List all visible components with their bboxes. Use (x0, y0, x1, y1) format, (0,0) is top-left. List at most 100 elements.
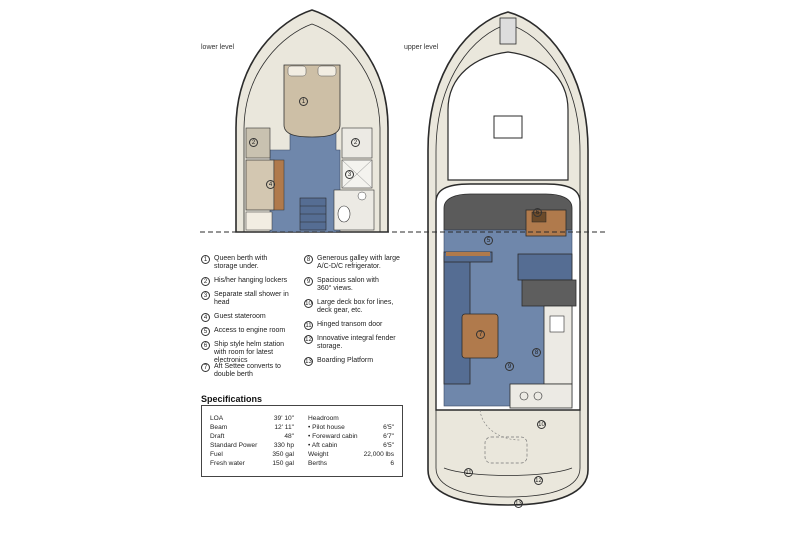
legend-text: Ship style helm station with room for la… (214, 341, 285, 364)
legend-text: Hinged transom door (317, 321, 383, 328)
spec-value: 330 hp (273, 442, 294, 449)
spec-value: 12' 11" (274, 424, 294, 431)
spec-value: 6'7" (383, 433, 394, 440)
spec-row: Beam 12' 11" (210, 424, 294, 432)
legend-text: Aft Settee converts to double berth (214, 363, 281, 378)
legend-item: 8 Generous galley with large A/C-D/C refr… (304, 255, 406, 271)
spec-label: Beam (210, 424, 228, 431)
legend-number: 6 (201, 341, 210, 350)
pillow-right (317, 65, 337, 77)
stove-burner (519, 391, 529, 401)
spec-label: • Foreward cabin (308, 433, 358, 440)
callout-2: 2 (249, 138, 258, 147)
spec-label: Fresh water (210, 460, 245, 467)
legend-number: 5 (201, 327, 210, 336)
settee-trim (446, 252, 490, 256)
legend-item: 4 Guest stateroom (201, 313, 297, 322)
legend-text: Guest stateroom (214, 313, 266, 320)
legend-number: 1 (201, 255, 210, 264)
legend-number: 11 (304, 321, 313, 330)
forward-hatch (493, 115, 523, 139)
bow-fitting (499, 17, 517, 45)
toilet (337, 205, 351, 223)
callout-6: 6 (533, 208, 542, 217)
legend-number: 9 (304, 277, 313, 286)
spec-label: • Pilot house (308, 424, 345, 431)
legend-text: Generous galley with large A/C-D/C refri… (317, 255, 400, 270)
spec-label: • Aft cabin (308, 442, 338, 449)
callout-3: 3 (345, 170, 354, 179)
legend-text: Separate stall shower in head (214, 291, 289, 306)
deck-box (484, 436, 528, 464)
legend-number: 7 (201, 363, 210, 372)
legend-text: Innovative integral fender storage. (317, 335, 396, 350)
lower-level-plan (235, 9, 389, 233)
callout-5: 5 (484, 236, 493, 245)
legend-item: 9 Spacious salon with 360° views. (304, 277, 406, 293)
legend-item: 12 Innovative integral fender storage. (304, 335, 406, 351)
legend-text: Boarding Platform (317, 357, 374, 364)
spec-label: Draft (210, 433, 225, 440)
aft-door-arc (479, 409, 521, 441)
legend-item: 11 Hinged transom door (304, 321, 406, 330)
guest-bunk (245, 211, 273, 231)
spec-row: LOA 39' 10" (210, 415, 294, 423)
callout-7: 7 (476, 330, 485, 339)
legend-text: Access to engine room (214, 327, 286, 334)
spec-label: Berths (308, 460, 328, 467)
headroom-label: Headroom (308, 415, 339, 422)
spec-value: 22,000 lbs (363, 451, 394, 458)
legend-item: 5 Access to engine room (201, 327, 297, 336)
legend-item: 13 Boarding Platform (304, 357, 406, 366)
specifications-title: Specifications (201, 394, 263, 404)
queen-berth (283, 64, 341, 138)
callout-1: 1 (299, 97, 308, 106)
spec-label: LOA (210, 415, 224, 422)
callout-10: 10 (537, 420, 546, 429)
spec-row: Fuel 350 gal (210, 451, 294, 459)
legend-number: 12 (304, 335, 313, 344)
spec-row: • Aft cabin 6'5" (308, 442, 394, 450)
upper-hull-inner (435, 23, 581, 498)
callout-12: 12 (534, 476, 543, 485)
dinette-box (521, 279, 577, 307)
spec-label: Standard Power (210, 442, 258, 449)
spec-value: 350 gal (272, 451, 294, 458)
legend-number: 10 (304, 299, 313, 308)
spec-value: 150 gal (272, 460, 294, 467)
legend-text: Queen berth with storage under. (214, 255, 268, 270)
legend-number: 13 (304, 357, 313, 366)
callout-8: 8 (532, 348, 541, 357)
spec-value: 39' 10" (273, 415, 294, 422)
sink (357, 191, 367, 201)
legend-item: 7 Aft Settee converts to double berth (201, 363, 297, 379)
spec-label: Fuel (210, 451, 223, 458)
callout-4: 4 (266, 180, 275, 189)
legend-number: 4 (201, 313, 210, 322)
legend-number: 8 (304, 255, 313, 264)
galley-sink (549, 315, 565, 333)
legend-item: 6 Ship style helm station with room for l… (201, 341, 299, 365)
legend-item: 1 Queen berth with storage under. (201, 255, 297, 271)
spec-value: 6'5" (383, 442, 394, 449)
spec-row: Standard Power 330 hp (210, 442, 294, 450)
settee-right (517, 253, 573, 281)
callout-11: 11 (464, 468, 473, 477)
lower-hull-inner (243, 23, 381, 233)
stove-burner (533, 391, 543, 401)
lower-level-label: lower level (201, 44, 235, 51)
callout-2: 2 (351, 138, 360, 147)
legend-number: 3 (201, 291, 210, 300)
legend-item: 3 Separate stall shower in head (201, 291, 297, 307)
callout-13: 13 (514, 499, 523, 508)
legend-text: Spacious salon with 360° views. (317, 277, 379, 292)
spec-row: Draft 48" (210, 433, 294, 441)
callout-9: 9 (505, 362, 514, 371)
legend-text: Large deck box for lines, deck gear, etc… (317, 299, 394, 314)
specifications-box: LOA 39' 10" Beam 12' 11" Draft 48" Standard… (201, 405, 403, 477)
upper-level-plan (427, 11, 589, 506)
spec-value: 48" (284, 433, 294, 440)
